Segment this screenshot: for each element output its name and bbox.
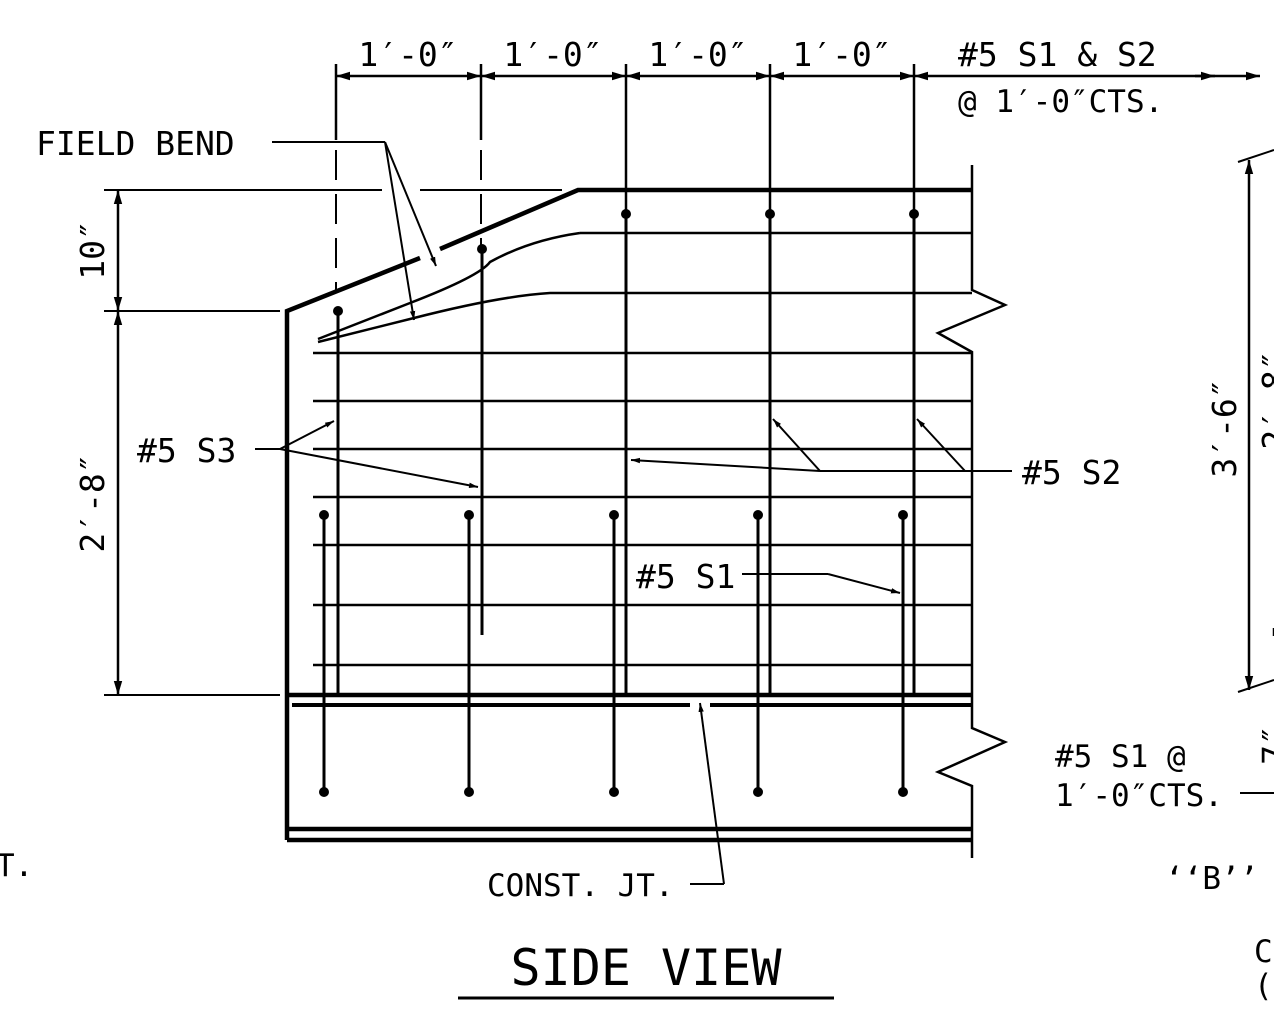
dim-right-3ft6in: 3′-6″ <box>1205 378 1244 477</box>
spacing-dim-3: 1′-0″ <box>648 35 747 74</box>
spacing-dim-1: 1′-0″ <box>358 35 457 74</box>
s1-label: #5 S1 <box>636 557 735 596</box>
vertical-bars-upper <box>333 209 919 695</box>
field-bend-label: FIELD BEND <box>36 124 235 163</box>
view-title: SIDE VIEW <box>458 939 834 1000</box>
bar-end-dot <box>464 787 474 797</box>
cut-right-dim-2: 7″ <box>1255 725 1274 765</box>
bar-end-dot <box>609 510 619 520</box>
cut-bottom-right-2: (L <box>1254 968 1274 1004</box>
bar-end-dot <box>898 510 908 520</box>
concrete-outline <box>284 165 1009 858</box>
spacing-dim-4: 1′-0″ <box>792 35 891 74</box>
spacing-note-line1: #5 S1 & S2 <box>958 35 1157 74</box>
bar-end-dot <box>609 787 619 797</box>
callout-s3: #5 S3 <box>137 420 479 488</box>
cut-b-bars-fragment: ‘‘B’’ B <box>1165 861 1274 897</box>
spacing-note-line2: @ 1′-0″CTS. <box>958 84 1163 120</box>
dim-wall-2ft8in: 2′-8″ <box>73 453 112 552</box>
bar-end-dot <box>753 787 763 797</box>
callout-s1-spacing: #5 S1 @ 1′-0″CTS. <box>1055 739 1274 814</box>
bar-end-dot <box>898 787 908 797</box>
bar-end-dot <box>319 787 329 797</box>
bar-end-dot <box>753 510 763 520</box>
bar-end-dot <box>909 209 919 219</box>
s2-label: #5 S2 <box>1022 453 1121 492</box>
top-dimension-chain: 1′-0″ 1′-0″ 1′-0″ 1′-0″ #5 S1 & S2 @ 1′-… <box>334 35 1260 210</box>
cut-left-fragment: T. <box>0 848 33 884</box>
callout-s1: #5 S1 <box>636 557 901 596</box>
horizontal-bars <box>313 231 972 667</box>
callout-s2: #5 S2 <box>630 418 1121 492</box>
bar-end-dot <box>333 306 343 316</box>
bar-end-dot <box>477 244 487 254</box>
s1-spacing-line2: 1′-0″CTS. <box>1055 778 1223 814</box>
construction-joint <box>287 692 972 707</box>
right-dimension: 3′-6″ 2′-8″ 7″ <box>1205 149 1274 765</box>
s3-label: #5 S3 <box>137 431 236 470</box>
field-bend-dashed-lines <box>335 150 482 290</box>
callout-field-bend: FIELD BEND <box>36 124 437 321</box>
vertical-bars-s1 <box>319 510 908 797</box>
s1-spacing-line1: #5 S1 @ <box>1055 739 1186 775</box>
left-dimensions: 10″ 2′-8″ <box>73 189 562 696</box>
cut-bottom-right-1: C <box>1254 934 1273 970</box>
bar-end-dot <box>765 209 775 219</box>
dim-top-10in: 10″ <box>73 220 112 280</box>
bar-end-dot <box>464 510 474 520</box>
spacing-dim-2: 1′-0″ <box>503 35 602 74</box>
const-jt-label: CONST. JT. <box>487 868 674 904</box>
bar-end-dot <box>621 209 631 219</box>
bar-end-dot <box>319 510 329 520</box>
title-side-view: SIDE VIEW <box>511 939 783 997</box>
callout-const-jt: CONST. JT. <box>487 702 725 904</box>
cut-right-dim-1: 2′-8″ <box>1255 350 1274 449</box>
